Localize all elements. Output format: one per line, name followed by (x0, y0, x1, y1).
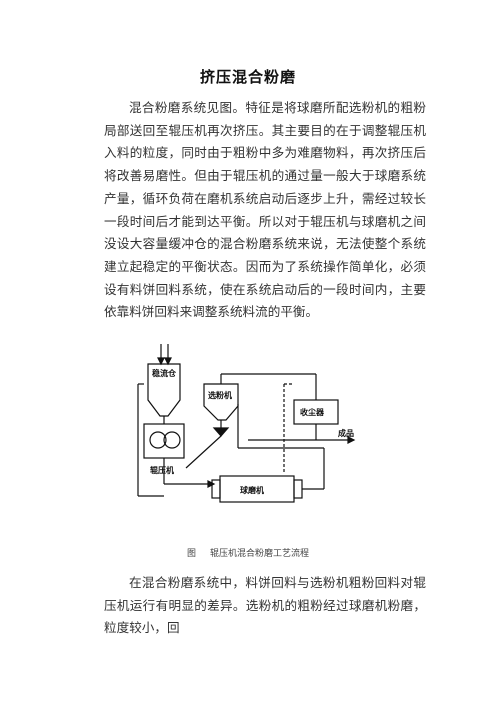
label-product: 成品 (338, 428, 354, 438)
label-roller-press: 辊压机 (150, 465, 174, 475)
process-flow-diagram: 稳流仓 选粉机 收尘器 成品 辊压机 球磨机 (137, 344, 356, 503)
label-ball-mill: 球磨机 (240, 485, 264, 495)
paragraph-intro: 混合粉磨系统见图。特征是将球磨所配选粉机的粗粉局部送回至辊压机再次挤压。其主要目… (104, 100, 426, 320)
document-title: 挤压混合粉磨 (199, 68, 296, 86)
caption-prefix: 图 (186, 549, 196, 559)
separator (203, 383, 239, 421)
stable-bin (147, 363, 181, 417)
label-stable-bin: 稳流仓 (152, 368, 177, 378)
caption-text: 辊压机混合粉磨工艺流程 (210, 549, 310, 559)
label-separator: 选粉机 (208, 390, 232, 400)
paragraph-second: 在混合粉磨系统中，料饼回料与选粉机粗粉回料对辊压机运行有明显的差异。选粉机的粗粉… (104, 575, 426, 636)
label-dust-collector: 收尘器 (300, 407, 325, 417)
figure-caption: 图 辊压机混合粉磨工艺流程 (0, 546, 496, 559)
